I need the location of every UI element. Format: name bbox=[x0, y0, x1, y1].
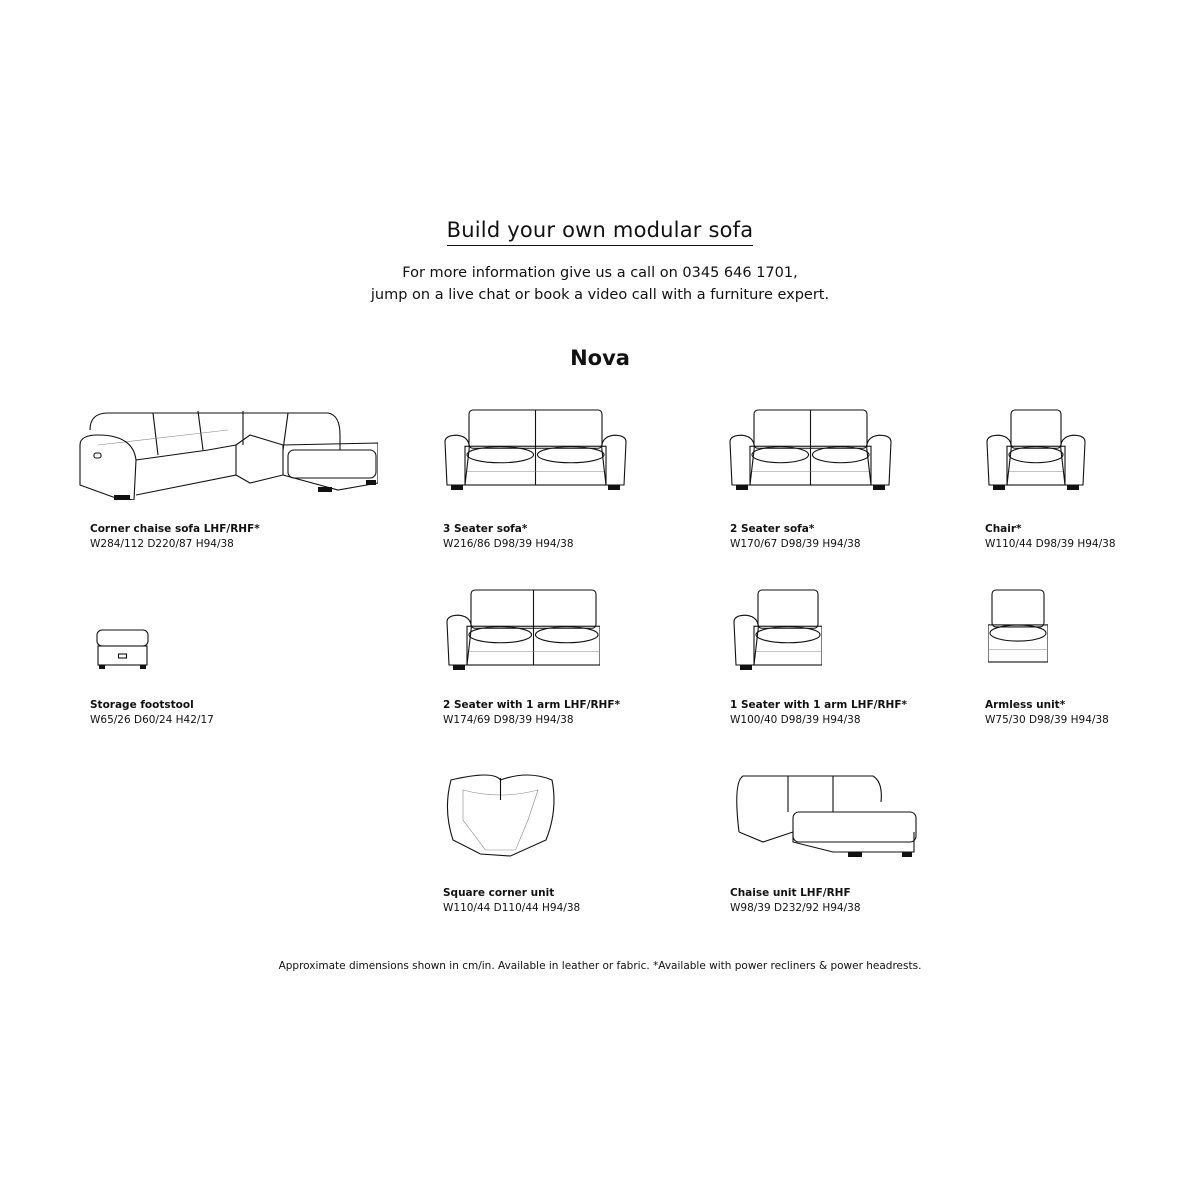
product-name: Chaise unit LHF/RHF bbox=[730, 887, 851, 899]
product-name: 3 Seater sofa* bbox=[443, 523, 528, 535]
product-label: 2 Seater sofa* W170/67 D98/39 H94/38 bbox=[730, 522, 861, 552]
sofa-illustration-icon bbox=[96, 629, 149, 669]
sofa-illustration-icon bbox=[446, 589, 600, 670]
product-dimensions: W75/30 D98/39 H94/38 bbox=[985, 714, 1109, 726]
product-dimensions: W284/112 D220/87 H94/38 bbox=[90, 538, 234, 550]
product-name: Chair* bbox=[985, 523, 1022, 535]
product-name: Square corner unit bbox=[443, 887, 555, 899]
sofa-illustration-icon bbox=[733, 589, 822, 670]
page-title: Build your own modular sofa bbox=[0, 218, 1200, 246]
product-label: Chaise unit LHF/RHF W98/39 D232/92 H94/38 bbox=[730, 886, 861, 916]
product-name: Corner chaise sofa LHF/RHF* bbox=[90, 523, 260, 535]
product-dimensions: W216/86 D98/39 H94/38 bbox=[443, 538, 574, 550]
sofa-illustration-icon bbox=[729, 409, 892, 490]
product-label: 3 Seater sofa* W216/86 D98/39 H94/38 bbox=[443, 522, 574, 552]
product-label: Armless unit* W75/30 D98/39 H94/38 bbox=[985, 698, 1109, 728]
product-dimensions: W110/44 D98/39 H94/38 bbox=[985, 538, 1116, 550]
product-dimensions: W65/26 D60/24 H42/17 bbox=[90, 714, 214, 726]
range-name: Nova bbox=[570, 346, 630, 370]
sofa-illustration-icon bbox=[446, 774, 555, 857]
product-name: Armless unit* bbox=[985, 699, 1066, 711]
title-text: Build your own modular sofa bbox=[446, 218, 754, 246]
product-dimensions: W98/39 D232/92 H94/38 bbox=[730, 902, 861, 914]
sofa-illustration-icon bbox=[988, 589, 1048, 663]
sofa-illustration-icon bbox=[79, 410, 378, 500]
product-name: 2 Seater sofa* bbox=[730, 523, 815, 535]
product-dimensions: W110/44 D110/44 H94/38 bbox=[443, 902, 581, 914]
product-dimensions: W100/40 D98/39 H94/38 bbox=[730, 714, 861, 726]
product-name: 1 Seater with 1 arm LHF/RHF* bbox=[730, 699, 907, 711]
sofa-illustration-icon bbox=[444, 409, 627, 490]
product-dimensions: W174/69 D98/39 H94/38 bbox=[443, 714, 574, 726]
product-name: Storage footstool bbox=[90, 699, 194, 711]
product-label: Corner chaise sofa LHF/RHF* W284/112 D220… bbox=[90, 522, 260, 552]
intro-line-1: For more information give us a call on 0… bbox=[402, 265, 798, 281]
footnote: Approximate dimensions shown in cm/in. A… bbox=[278, 960, 922, 972]
product-label: 2 Seater with 1 arm LHF/RHF* W174/69 D98/… bbox=[443, 698, 620, 728]
sofa-illustration-icon bbox=[986, 409, 1086, 490]
product-name: 2 Seater with 1 arm LHF/RHF* bbox=[443, 699, 620, 711]
product-label: Chair* W110/44 D98/39 H94/38 bbox=[985, 522, 1116, 552]
product-dimensions: W170/67 D98/39 H94/38 bbox=[730, 538, 861, 550]
intro-text: For more information give us a call on 0… bbox=[0, 262, 1200, 306]
intro-line-2: jump on a live chat or book a video call… bbox=[370, 287, 830, 303]
sofa-illustration-icon bbox=[736, 775, 917, 857]
product-label: 1 Seater with 1 arm LHF/RHF* W100/40 D98/… bbox=[730, 698, 907, 728]
